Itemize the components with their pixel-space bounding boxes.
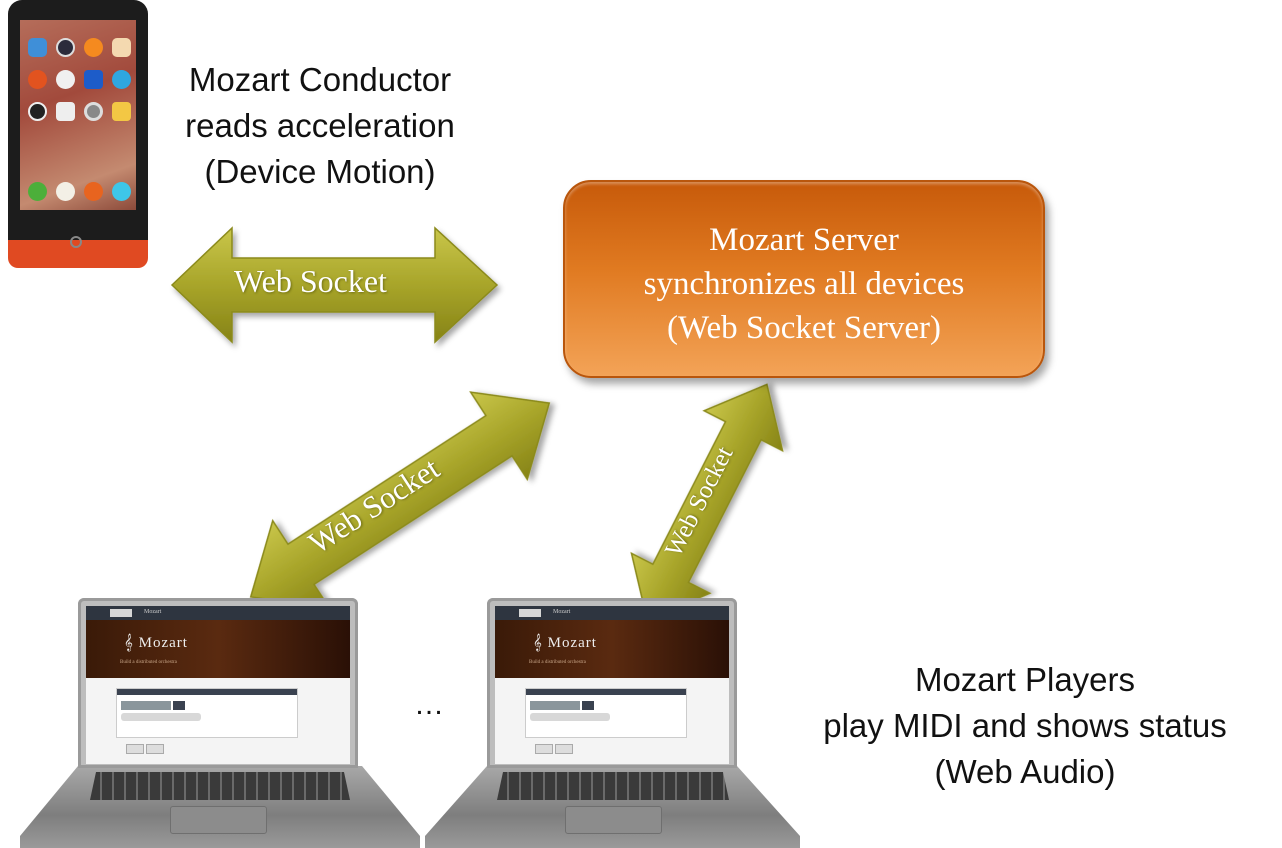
screen-brand: Mozart xyxy=(553,609,571,615)
conductor-caption-line2: reads acceleration xyxy=(185,107,455,144)
conductor-caption: Mozart Conductor reads acceleration (Dev… xyxy=(150,57,490,195)
conductor-caption-line3: (Device Motion) xyxy=(204,153,436,190)
mozart-server-box: Mozart Server synchronizes all devices (… xyxy=(563,180,1045,378)
players-caption-line3: (Web Audio) xyxy=(934,753,1116,790)
server-line1: Mozart Server xyxy=(709,222,899,258)
screen-brand: Mozart xyxy=(144,609,162,615)
player-laptop-2: Mozart 𝄞 Mozart Build a distributed orch… xyxy=(425,598,800,848)
arrow-player1-server xyxy=(249,391,551,609)
laptop-screen: Mozart 𝄞 Mozart Build a distributed orch… xyxy=(86,606,350,764)
players-caption-line1: Mozart Players xyxy=(914,661,1136,698)
server-line3: (Web Socket Server) xyxy=(666,310,942,346)
laptop-screen: Mozart 𝄞 Mozart Build a distributed orch… xyxy=(495,606,729,764)
players-caption-line2: play MIDI and shows status xyxy=(823,707,1227,744)
arrow-conductor-server xyxy=(170,226,499,344)
screen-logo: 𝄞 Mozart xyxy=(533,635,597,651)
screen-tagline: Build a distributed orchestra xyxy=(120,660,177,665)
conductor-phone xyxy=(8,0,148,268)
conductor-caption-line1: Mozart Conductor xyxy=(188,61,452,98)
server-line2: synchronizes all devices xyxy=(643,266,965,302)
player-laptop-1: Mozart 𝄞 Mozart Build a distributed orch… xyxy=(20,598,420,848)
phone-screen xyxy=(20,20,136,210)
screen-tagline: Build a distributed orchestra xyxy=(529,660,586,665)
screen-logo: 𝄞 Mozart xyxy=(124,635,188,651)
arrow-player2-server xyxy=(630,383,784,621)
ellipsis: … xyxy=(414,688,444,721)
web-socket-label-conductor: Web Socket xyxy=(234,263,387,299)
players-caption: Mozart Players play MIDI and shows statu… xyxy=(780,657,1270,795)
